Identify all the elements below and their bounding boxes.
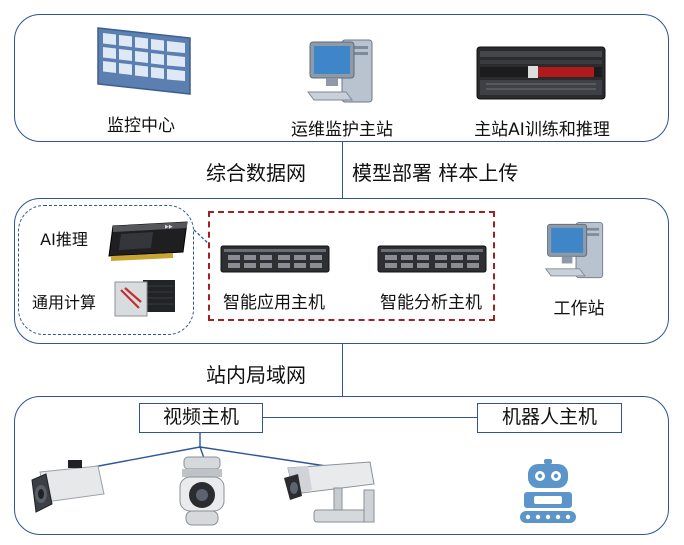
ai-inference-label: AI推理 bbox=[40, 230, 88, 249]
video-robot-link bbox=[262, 417, 478, 418]
smart-analysis-host-label: 智能分析主机 bbox=[380, 293, 482, 313]
ptz-dome-camera-icon bbox=[179, 456, 225, 526]
connector-middle-bottom bbox=[342, 344, 343, 396]
station-lan-label: 站内局域网 bbox=[206, 363, 306, 387]
rack-server-icon bbox=[476, 46, 606, 100]
compute-group bbox=[18, 205, 194, 335]
callout-connector bbox=[193, 229, 210, 245]
smart-app-server-icon bbox=[220, 245, 330, 273]
workstation-label: 工作站 bbox=[553, 299, 605, 319]
inspection-robot-icon bbox=[520, 459, 576, 523]
box-camera-icon bbox=[31, 460, 105, 513]
integrated-network-label: 综合数据网 bbox=[206, 161, 306, 185]
desktop-computer-icon bbox=[307, 39, 373, 103]
cpu-chip-icon bbox=[114, 280, 175, 317]
smart-app-host-label: 智能应用主机 bbox=[223, 293, 325, 313]
ai-accelerator-card-icon: ▶▶ bbox=[108, 221, 188, 261]
smart-hosts-group bbox=[208, 211, 495, 321]
video-wall-icon bbox=[97, 27, 191, 95]
monitor-center-label: 监控中心 bbox=[107, 116, 175, 136]
svg-text:▶▶: ▶▶ bbox=[165, 224, 173, 230]
robot-host-box: 机器人主机 bbox=[477, 403, 622, 433]
workstation-computer-icon bbox=[544, 222, 604, 279]
model-deploy-upload-label: 模型部署 样本上传 bbox=[352, 161, 519, 185]
video-host-box: 视频主机 bbox=[139, 403, 263, 433]
ops-station-label: 运维监护主站 bbox=[291, 120, 393, 140]
ai-training-label: 主站AI训练和推理 bbox=[474, 120, 610, 140]
bullet-camera-icon bbox=[284, 461, 375, 523]
smart-analysis-server-icon bbox=[377, 245, 487, 273]
connector-top-middle bbox=[342, 142, 343, 198]
general-compute-label: 通用计算 bbox=[31, 293, 97, 312]
